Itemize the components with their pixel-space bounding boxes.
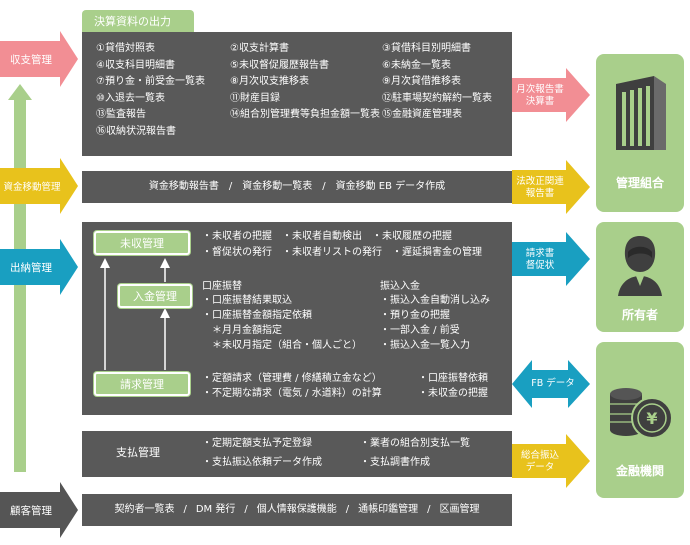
deposit-col1-line: ＊月月金額指定 (202, 325, 282, 336)
contractor-list: 契約者一覧表 (114, 504, 175, 515)
billing-col1-line: ・不定期な請求（電気 / 水道料）の計算 (202, 388, 382, 399)
fund-transfer-list: 資金移動一覧表 (242, 181, 313, 192)
passbook-seal-management: 通帳印鑑管理 (358, 504, 419, 515)
financial-output-item: ③貸借科目別明細書 (382, 43, 471, 54)
bulk-transfer-label-2: データ (525, 462, 555, 473)
financial-output-item: ⑤未収督促履歴報告書 (230, 59, 329, 71)
financial-output-item: ⑫駐車場契約解約一覧表 (382, 92, 492, 104)
deposit-col2-line: ・一部入金 / 前受 (380, 325, 460, 336)
financial-output-item: ⑬監査報告 (96, 109, 146, 120)
separator: / (322, 181, 326, 192)
deposit-management-box: 入金管理 (118, 284, 192, 308)
bank-label: 金融機関 (615, 464, 664, 478)
billing-col2-line: ・未収金の把握 (418, 388, 488, 399)
fund-transfer-panel: 資金移動報告書 / 資金移動一覧表 / 資金移動 EB データ作成 (82, 171, 512, 203)
customer-panel: 契約者一覧表 / DM 発行 / 個人情報保護機能 / 通帳印鑑管理 / 区画管… (82, 494, 512, 526)
coins-icon: ¥ (610, 388, 673, 439)
deposit-col2-title: 振込入金 (380, 281, 420, 292)
person-icon (618, 236, 662, 296)
payment-label: 支払管理 (116, 446, 160, 459)
category-customer-label: 顧客管理 (10, 504, 52, 517)
building-icon (616, 76, 666, 150)
monthly-report-label-2: 決算書 (525, 96, 555, 107)
legal-report-label-2: 報告書 (525, 188, 555, 199)
payment-col1-line: ・定期定額支払予定登録 (202, 438, 312, 449)
financial-output-item: ⑧月次収支推移表 (230, 76, 309, 87)
uncollected-line-2: ・督促状の発行 ・未収者リストの発行 ・遅延損害金の管理 (202, 247, 482, 258)
category-income-label: 収支管理 (10, 53, 52, 66)
deposit-col1-line: ・口座振替結果取込 (202, 295, 292, 306)
financial-output-item: ⑨月次貸借推移表 (382, 76, 461, 87)
separator: / (427, 504, 431, 515)
category-fund-transfer-label: 資金移動管理 (3, 182, 61, 193)
financial-output-item: ⑦預り金・前受金一覧表 (96, 76, 205, 87)
bulk-transfer-label-1: 総合振込 (520, 450, 559, 461)
owner-card: 所有者 (596, 222, 684, 332)
deposit-col2-line: ・振込入金自動消し込み (380, 295, 490, 306)
deposit-col2-line: ・預り金の把握 (380, 310, 450, 321)
financial-output-item: ⑩入退去一覧表 (96, 92, 165, 104)
legal-report-label-1: 法改正関連 (516, 176, 564, 187)
financial-output-tab: 決算資料の出力 (82, 10, 194, 32)
deposit-col2-line: ・振込入金一覧入力 (380, 340, 470, 351)
financial-output-item: ⑭組合別管理費等負担金額一覧表 (230, 109, 380, 120)
uncollected-line-1: ・未収者の把握 ・未収者自動検出 ・未収履歴の把握 (202, 231, 452, 242)
monthly-report-label-1: 月次報告書 (516, 84, 564, 95)
owner-label: 所有者 (621, 308, 658, 322)
financial-output-item: ⑮金融資産管理表 (382, 109, 462, 120)
category-cash-management-label: 出納管理 (10, 261, 52, 274)
separator: / (183, 504, 187, 515)
separator: / (345, 504, 350, 515)
invoice-label-2: 督促状 (525, 260, 555, 271)
billing-management-box: 請求管理 (94, 372, 190, 396)
payment-col1-line: ・支払振込依頼データ作成 (202, 457, 322, 468)
fund-transfer-report: 資金移動報告書 (148, 181, 219, 192)
financial-output-panel (82, 32, 512, 156)
parcel-management: 区画管理 (439, 504, 480, 515)
separator: / (228, 181, 233, 192)
bank-card: ¥ 金融機関 (596, 342, 684, 498)
separator: / (244, 504, 248, 515)
payment-col2-line: ・支払調書作成 (360, 457, 430, 468)
financial-output-item: ⑪財産目録 (230, 92, 280, 104)
financial-output-item: ①貸借対照表 (96, 43, 155, 54)
financial-output-item: ②収支計算書 (230, 43, 289, 54)
financial-output-item: ⑥未納金一覧表 (382, 59, 451, 71)
billing-col1-line: ・定額請求（管理費 / 修繕積立金など） (202, 373, 382, 384)
deposit-col1-title: 口座振替 (202, 281, 242, 292)
privacy-protection: 個人情報保護機能 (256, 504, 337, 515)
association-label: 管理組合 (615, 176, 664, 190)
payment-panel (82, 431, 512, 477)
deposit-col1-line: ・口座振替金額指定依頼 (202, 310, 312, 321)
fb-data-label: FB データ (531, 378, 575, 389)
billing-col2-line: ・口座振替依頼 (418, 373, 488, 384)
financial-output-item: ⑯収納状況報告書 (96, 125, 176, 137)
dm-issue: DM 発行 (195, 504, 236, 515)
financial-output-item: ④収支科目明細書 (96, 59, 175, 71)
association-card: 管理組合 (596, 54, 684, 212)
deposit-col1-line: ＊未収月指定（組合・個人ごと） (202, 340, 362, 351)
fund-transfer-eb-data: 資金移動 EB データ作成 (335, 181, 446, 192)
uncollected-management-box: 未収管理 (94, 231, 190, 255)
payment-col2-line: ・業者の組合別支払一覧 (360, 438, 470, 449)
svg-text:¥: ¥ (646, 409, 657, 428)
invoice-label-1: 請求書 (525, 248, 555, 259)
